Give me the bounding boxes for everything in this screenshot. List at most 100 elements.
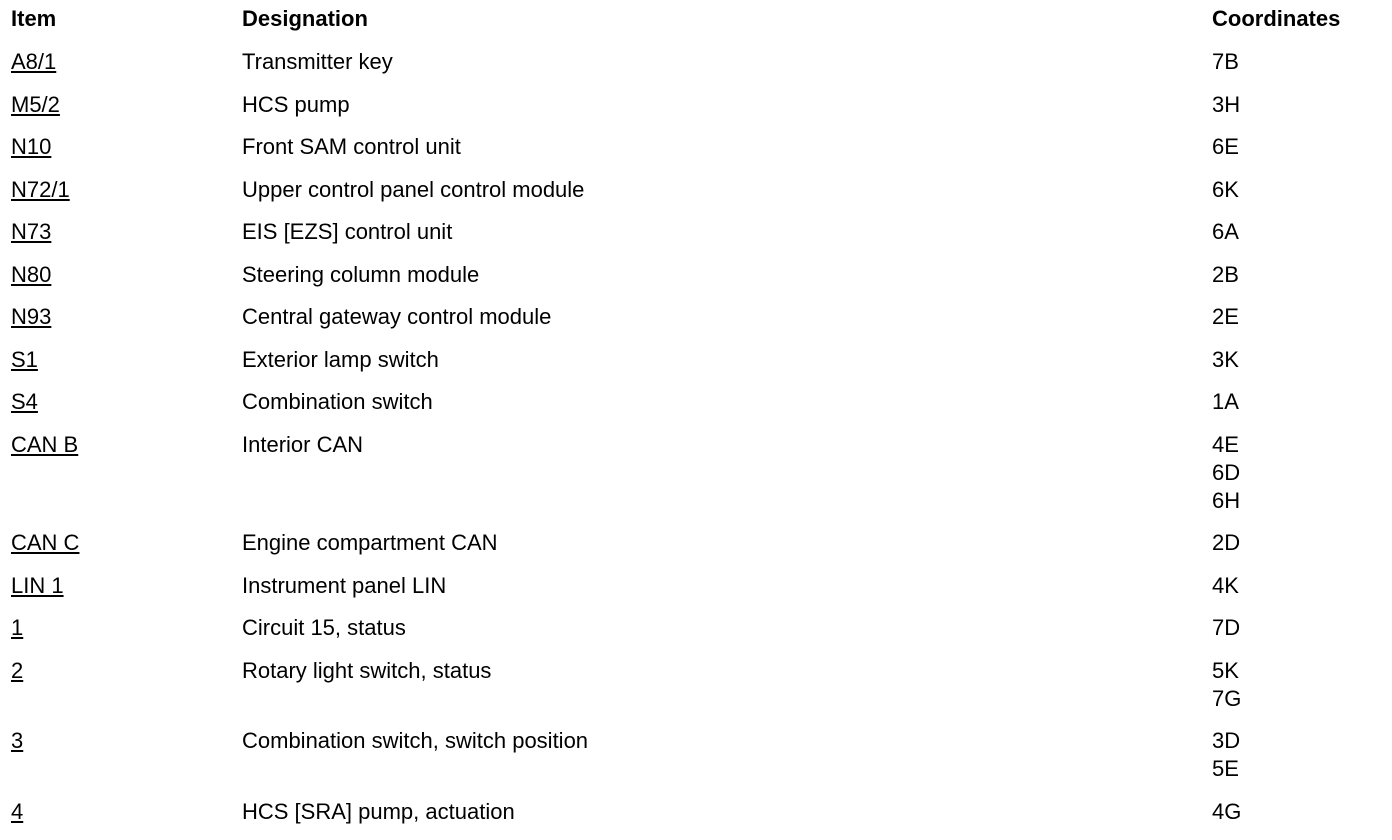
item-link[interactable]: N93	[11, 304, 52, 329]
designation-cell: Steering column module	[242, 261, 480, 287]
coordinate-value: 7B	[1212, 49, 1239, 74]
item-link[interactable]: LIN 1	[11, 572, 64, 598]
coordinates-cell: 7D	[1212, 608, 1382, 642]
coordinate-value: 7D	[1212, 615, 1241, 640]
item-cell: S4	[0, 382, 242, 416]
item-cell: 4	[0, 792, 242, 826]
table-row: N72/1 Upper control panel control module 6…	[0, 170, 1392, 213]
header-item: Item	[11, 6, 57, 31]
coordinate-value: 6H	[1212, 487, 1241, 513]
item-cell: N80	[0, 255, 242, 289]
designation-cell: Combination switch	[242, 389, 433, 414]
item-link[interactable]: A8/1	[11, 49, 57, 74]
coordinate-value: 2D	[1212, 530, 1241, 555]
header-row: Item Designation Coordinates	[0, 0, 1392, 42]
table-row: N10 Front SAM control unit 6E	[0, 127, 1392, 170]
coordinates-cell: 1A	[1212, 382, 1382, 416]
coordinates-cell: 4K	[1212, 566, 1382, 600]
item-cell: CAN B	[0, 425, 242, 459]
item-link[interactable]: N73	[11, 219, 52, 244]
item-cell: LIN 1	[0, 566, 242, 600]
coordinate-value: 5K	[1212, 657, 1239, 683]
item-link[interactable]: 3	[11, 728, 24, 753]
designation-cell: EIS [EZS] control unit	[242, 219, 453, 244]
item-cell: M5/2	[0, 85, 242, 119]
designation-cell: Instrument panel LIN	[242, 572, 447, 598]
designation-cell: Combination switch, switch position	[242, 728, 589, 753]
item-cell: N72/1	[0, 170, 242, 204]
item-link[interactable]: CAN B	[11, 431, 79, 457]
coordinate-value: 3D	[1212, 728, 1241, 753]
item-link[interactable]: S1	[11, 346, 38, 372]
coordinate-value: 4G	[1212, 798, 1242, 824]
table-row: 1 Circuit 15, status 7D	[0, 608, 1392, 651]
coordinates-cell: 7B	[1212, 42, 1382, 76]
designation-cell: HCS [SRA] pump, actuation	[242, 798, 515, 824]
coordinate-value: 4K	[1212, 572, 1239, 598]
coordinates-cell: 2B	[1212, 255, 1382, 289]
coordinate-value: 2B	[1212, 261, 1239, 287]
item-cell: 3	[0, 721, 242, 755]
coordinates-cell: 6K	[1212, 170, 1382, 204]
designation-cell: Interior CAN	[242, 431, 364, 457]
designation-cell: Front SAM control unit	[242, 134, 461, 159]
item-cell: CAN C	[0, 523, 242, 557]
item-link[interactable]: 4	[11, 798, 24, 824]
coordinates-cell: 6E	[1212, 127, 1382, 161]
coordinates-cell: 2E	[1212, 297, 1382, 331]
header-designation: Designation	[242, 6, 368, 31]
designation-cell: Engine compartment CAN	[242, 530, 498, 555]
coordinate-value: 7G	[1212, 685, 1242, 711]
coordinates-cell: 4G	[1212, 792, 1382, 826]
item-cell: N73	[0, 212, 242, 246]
table-row: N93 Central gateway control module 2E	[0, 297, 1392, 340]
item-cell: A8/1	[0, 42, 242, 76]
designation-cell: Exterior lamp switch	[242, 346, 439, 372]
item-link[interactable]: CAN C	[11, 530, 80, 555]
item-link[interactable]: N80	[11, 261, 52, 287]
coordinate-value: 6D	[1212, 459, 1241, 485]
table-row: N73 EIS [EZS] control unit 6A	[0, 212, 1392, 255]
item-cell: 2	[0, 651, 242, 685]
item-cell: N10	[0, 127, 242, 161]
coordinate-value: 3K	[1212, 346, 1239, 372]
designation-cell: Rotary light switch, status	[242, 657, 492, 683]
designation-cell: Circuit 15, status	[242, 615, 406, 640]
designation-cell: Upper control panel control module	[242, 176, 585, 202]
coordinates-cell: 2D	[1212, 523, 1382, 557]
item-link[interactable]: 2	[11, 657, 24, 683]
designation-cell: Transmitter key	[242, 49, 393, 74]
table-row: A8/1 Transmitter key 7B	[0, 42, 1392, 85]
table-row: S1 Exterior lamp switch 3K	[0, 340, 1392, 383]
designation-cell: Central gateway control module	[242, 304, 552, 329]
coordinates-cell: 3H	[1212, 85, 1382, 119]
coordinate-value: 6K	[1212, 176, 1239, 202]
coordinate-value: 4E	[1212, 431, 1239, 457]
item-link[interactable]: S4	[11, 389, 38, 414]
item-link[interactable]: M5/2	[11, 91, 60, 117]
item-link[interactable]: 1	[11, 615, 24, 640]
coordinates-cell: 3K	[1212, 340, 1382, 374]
coordinate-value: 3H	[1212, 91, 1241, 117]
table-row: CAN C Engine compartment CAN 2D	[0, 523, 1392, 566]
table-row: N80 Steering column module 2B	[0, 255, 1392, 298]
table-row: LIN 1 Instrument panel LIN 4K	[0, 566, 1392, 609]
item-cell: S1	[0, 340, 242, 374]
table-row: S4 Combination switch 1A	[0, 382, 1392, 425]
coordinate-value: 6E	[1212, 134, 1239, 159]
item-link[interactable]: N72/1	[11, 176, 70, 202]
item-link[interactable]: N10	[11, 134, 52, 159]
item-cell: 1	[0, 608, 242, 642]
coordinate-value: 1A	[1212, 389, 1239, 414]
coordinate-value: 6A	[1212, 219, 1239, 244]
header-coordinates: Coordinates	[1212, 6, 1341, 31]
coordinate-value: 2E	[1212, 304, 1239, 329]
coordinate-value: 5E	[1212, 756, 1239, 781]
item-cell: N93	[0, 297, 242, 331]
